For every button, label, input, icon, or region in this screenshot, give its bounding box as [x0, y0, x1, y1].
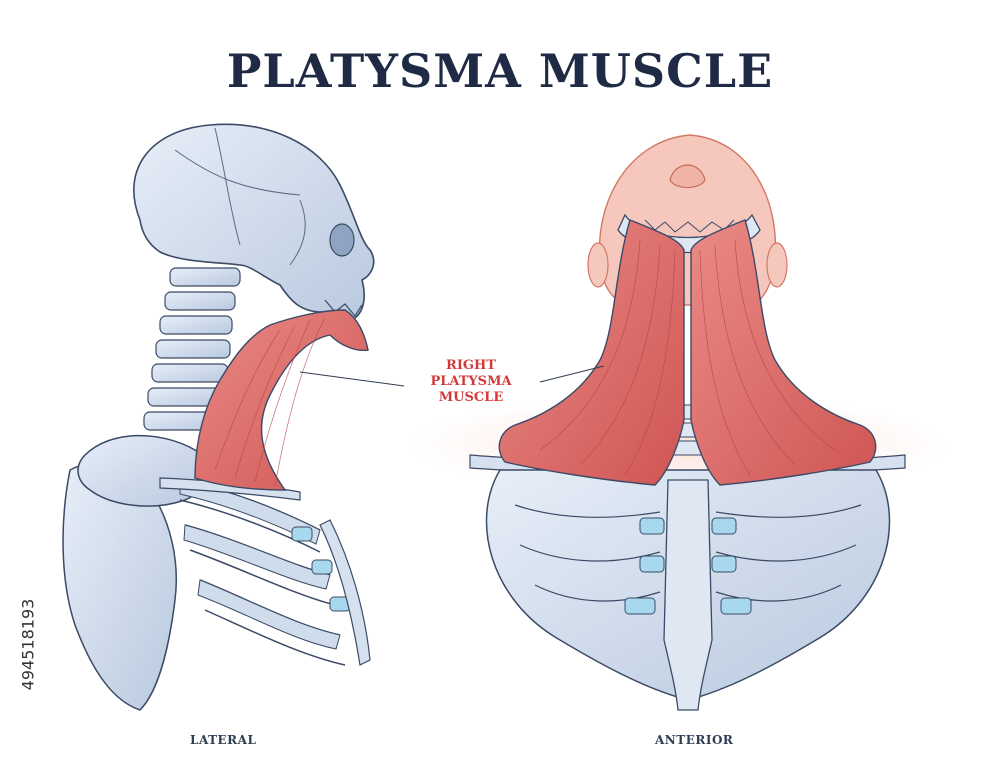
anterior-view [410, 134, 950, 711]
anterior-nose [669, 164, 706, 189]
anterior-cartilage [624, 517, 752, 615]
lateral-jaw-teeth [324, 299, 363, 318]
anterior-view-label: ANTERIOR [655, 733, 734, 747]
callout-line-2: PLATYSMA MUSCLE [430, 374, 512, 405]
stock-id-text: 494518193 [18, 598, 38, 691]
platysma-callout: RIGHT PLATYSMA MUSCLE [396, 358, 546, 406]
lateral-view [62, 123, 375, 711]
anterior-ear-left [587, 242, 609, 288]
lateral-platysma-muscle [194, 309, 369, 491]
anterior-platysma-right [690, 219, 877, 486]
lateral-skull-sutures [174, 127, 306, 266]
lateral-view-label: LATERAL [190, 733, 257, 747]
lateral-rib-bones [179, 479, 341, 650]
lateral-sternum [319, 519, 371, 666]
lateral-cartilage [291, 526, 351, 612]
anterior-sternum [663, 479, 713, 711]
callout-leader-line [299, 365, 605, 387]
lateral-skull [133, 123, 375, 323]
lateral-muscle-fibers [214, 317, 326, 487]
anterior-ear-right [766, 242, 788, 288]
anterior-platysma-left [498, 219, 685, 486]
diagram-title: PLATYSMA MUSCLE [226, 44, 774, 98]
lateral-cervical-spine [143, 267, 241, 431]
stock-id-watermark: 494518193 [8, 545, 38, 745]
callout-line-1: RIGHT [446, 358, 496, 373]
lateral-eye-socket [329, 223, 355, 257]
anterior-muscle-fibers [539, 239, 836, 476]
anterior-teeth [644, 219, 735, 233]
